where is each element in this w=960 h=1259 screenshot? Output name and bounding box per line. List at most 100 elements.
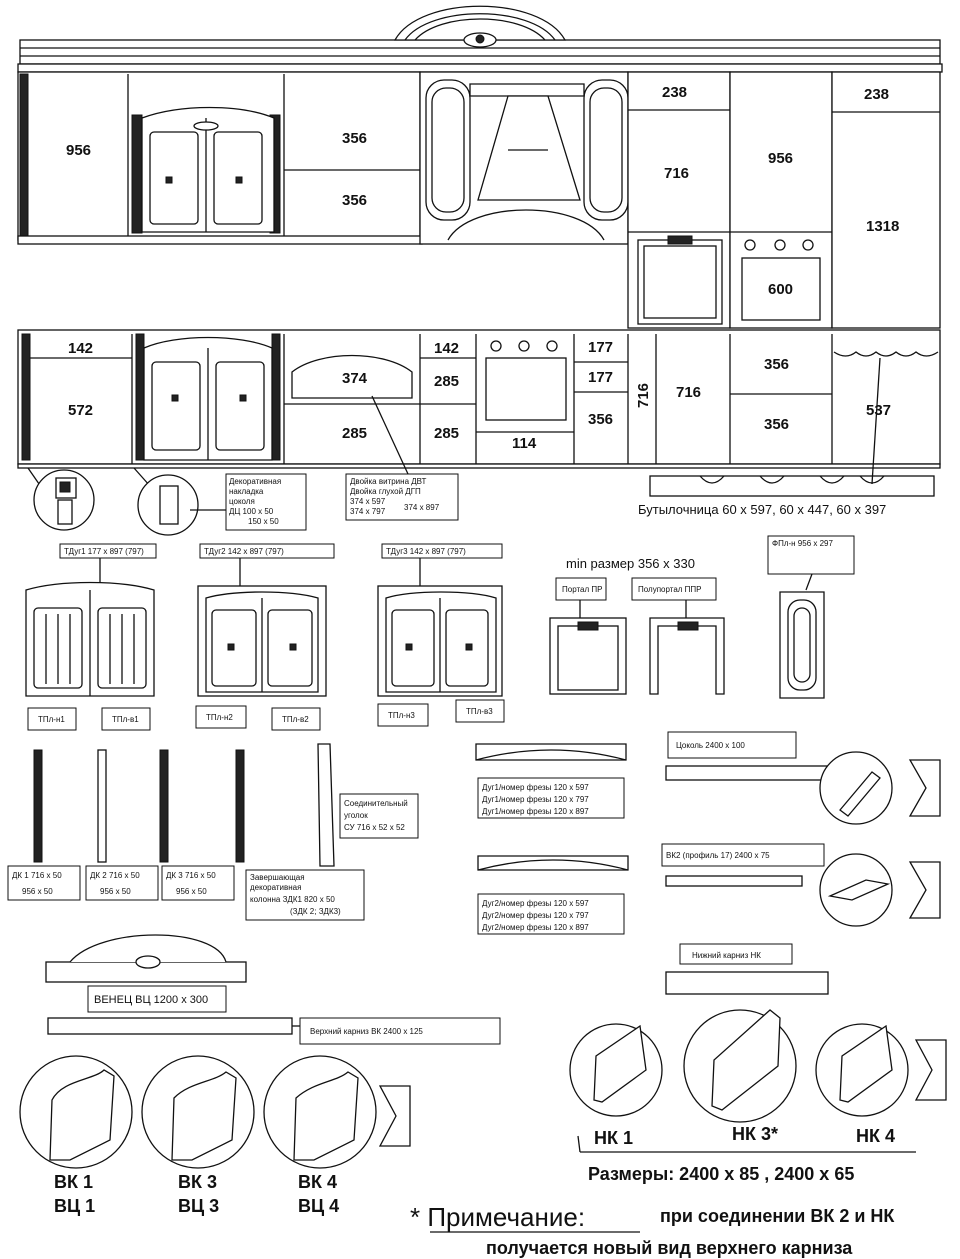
label-dug1-2: Дуг1/номер фрезы 120 х 797 — [482, 795, 589, 804]
arc-pieces — [475, 743, 629, 935]
label-dug2-2: Дуг2/номер фрезы 120 х 797 — [482, 911, 589, 920]
dim-1318: 1318 — [866, 218, 899, 235]
label-cokol: Цоколь 2400 х 100 — [676, 741, 745, 750]
dim-114: 114 — [512, 435, 537, 452]
label-corner-3: СУ 716 х 52 х 52 — [344, 823, 405, 832]
label-nk4: НК 4 — [856, 1126, 895, 1146]
label-nk: Нижний карниз НК — [692, 951, 761, 960]
callout-dvt-3: 374 х 597 — [350, 497, 386, 506]
dim-285c: 285 — [434, 425, 459, 442]
label-column-4: (ЗДК 2; ЗДК3) — [290, 907, 341, 916]
callout-dvt-1: Двойка витрина ДВТ — [350, 477, 426, 486]
label-vc4: ВЦ 4 — [298, 1196, 339, 1216]
label-tpl2b: ТПл-в2 — [282, 715, 309, 724]
callout-decor-2: накладка — [229, 487, 264, 496]
label-dk2-b: 956 х 50 — [100, 887, 131, 896]
bottle-rack-detail — [649, 357, 935, 497]
label-corner-2: уголок — [344, 811, 368, 820]
tdug2-door — [195, 543, 335, 731]
dim-285a: 285 — [342, 425, 367, 442]
label-vk4: ВК 4 — [298, 1172, 337, 1192]
dim-356e: 356 — [764, 416, 789, 433]
dim-572: 572 — [68, 402, 93, 419]
dim-142a: 142 — [68, 340, 93, 357]
label-venets: ВЕНЕЦ ВЦ 1200 х 300 — [94, 994, 208, 1006]
label-corner-1: Соединительный — [344, 799, 408, 808]
upper-cabinets — [17, 71, 941, 329]
callout-bottle: Бутылочница 60 х 597, 60 х 447, 60 х 397 — [638, 502, 886, 517]
label-vk2: ВК2 (профиль 17) 2400 х 75 — [666, 851, 770, 860]
label-tpl3a: ТПл-н3 — [388, 711, 415, 720]
label-nk1: НК 1 — [594, 1128, 633, 1148]
label-dk3-a: ДК 3 716 х 50 — [166, 871, 216, 880]
label-dk1-a: ДК 1 716 х 50 — [12, 871, 62, 880]
dim-142b: 142 — [434, 340, 459, 357]
dim-374: 374 — [342, 370, 368, 387]
label-dk2-a: ДК 2 716 х 50 — [90, 871, 140, 880]
dim-238b: 238 — [864, 86, 889, 103]
callout-decor-4: ДЦ 100 х 50 — [229, 507, 274, 516]
label-vc1: ВЦ 1 — [54, 1196, 95, 1216]
dim-537: 537 — [866, 402, 891, 419]
dim-956b: 956 — [768, 150, 793, 167]
tdug1-door — [25, 543, 157, 731]
label-dug1-1: Дуг1/номер фрезы 120 х 597 — [482, 783, 589, 792]
dim-716b: 716 — [676, 384, 701, 401]
label-vk1: ВК 1 — [54, 1172, 93, 1192]
label-dug1-3: Дуг1/номер фрезы 120 х 897 — [482, 807, 589, 816]
dim-285b: 285 — [434, 373, 459, 390]
note-line1: при соединении ВК 2 и НК — [660, 1206, 895, 1226]
portal-shapes — [549, 577, 725, 695]
label-fp: ФПл-н 956 х 297 — [772, 539, 833, 548]
plinth-profiles — [661, 731, 941, 995]
min-size-label: min размер 356 х 330 — [566, 556, 695, 571]
crown-venets — [45, 934, 501, 1045]
plinth-detail — [27, 467, 307, 536]
dim-716a: 716 — [664, 165, 689, 182]
label-tpl1b: ТПл-в1 — [112, 715, 139, 724]
label-vc3: ВЦ 3 — [178, 1196, 219, 1216]
label-dk1-b: 956 х 50 — [22, 887, 53, 896]
callout-dvt-2: Двойка глухой ДГП — [350, 487, 421, 496]
dim-600: 600 — [768, 281, 793, 298]
nk-profiles — [569, 1009, 947, 1153]
fp-panel — [767, 535, 855, 699]
callout-dvt-5: 374 х 897 — [404, 503, 440, 512]
label-semiportal: Полупортал ППР — [638, 585, 702, 594]
callout-dvt-4: 374 х 797 — [350, 507, 386, 516]
dim-356d: 356 — [764, 356, 789, 373]
dim-956a: 956 — [66, 142, 91, 159]
dim-356a: 356 — [342, 130, 367, 147]
label-dug2-1: Дуг2/номер фрезы 120 х 597 — [482, 899, 589, 908]
note-title: * Примечание: — [410, 1202, 585, 1232]
callout-tdug3: ТДуг3 142 х 897 (797) — [386, 547, 466, 556]
dim-356b: 356 — [342, 192, 367, 209]
label-vk-top: Верхний карниз ВК 2400 х 125 — [310, 1027, 423, 1036]
lower-cabinets — [17, 329, 941, 469]
label-column-3: колонна ЗДК1 820 х 50 — [250, 895, 335, 904]
label-dk3-b: 956 х 50 — [176, 887, 207, 896]
tdug3-door — [377, 543, 505, 727]
callout-decor-5: 150 х 50 — [248, 517, 279, 526]
label-tpl3b: ТПл-в3 — [466, 707, 493, 716]
label-column-2: декоративная — [250, 883, 301, 892]
label-nk3: НК 3* — [732, 1124, 778, 1144]
dim-356c: 356 — [588, 411, 613, 428]
label-sizes: Размеры: 2400 х 85 , 2400 х 65 — [588, 1164, 854, 1184]
dvt-callout-box — [345, 395, 459, 521]
label-column-1: Завершающая — [250, 873, 305, 882]
dim-238a: 238 — [662, 84, 687, 101]
dim-177a: 177 — [588, 339, 613, 356]
dim-177b: 177 — [588, 369, 613, 386]
label-portal: Портал ПР — [562, 585, 602, 594]
label-tpl2a: ТПл-н2 — [206, 713, 233, 722]
callout-tdug1: ТДуг1 177 х 897 (797) — [64, 547, 144, 556]
callout-tdug2: ТДуг2 142 х 897 (797) — [204, 547, 284, 556]
callout-decor-1: Декоративная — [229, 477, 281, 486]
label-vk3: ВК 3 — [178, 1172, 217, 1192]
callout-decor-3: цоколя — [229, 497, 255, 506]
dim-716v: 716 — [635, 383, 652, 408]
label-dug2-3: Дуг2/номер фрезы 120 х 897 — [482, 923, 589, 932]
vk-profiles — [19, 1055, 411, 1169]
